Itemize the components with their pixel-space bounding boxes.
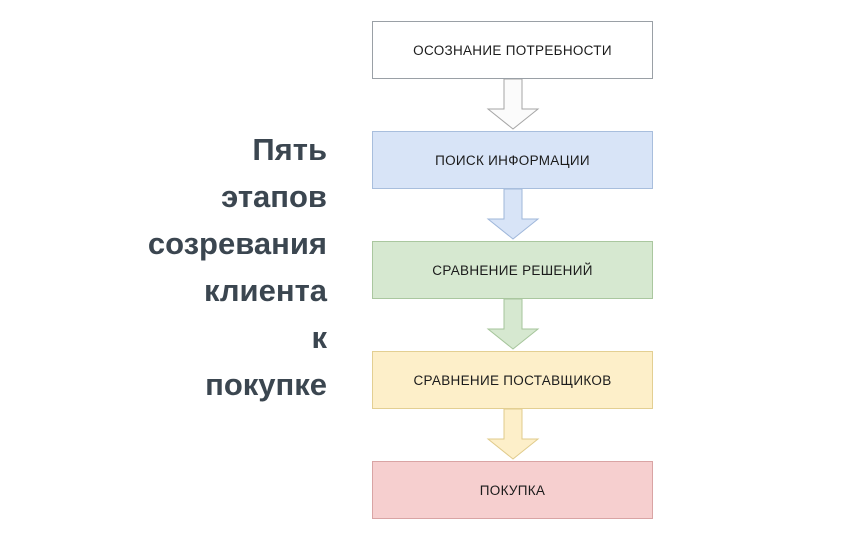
arrow-down-icon — [486, 409, 540, 460]
flow-connector-1-arrow-down-icon — [478, 79, 548, 131]
flow-connector-3-arrow-down-icon — [478, 299, 548, 351]
flow-stage-1-label: ОСОЗНАНИЕ ПОТРЕБНОСТИ — [413, 42, 612, 58]
flow-stage-5[interactable]: ПОКУПКА — [372, 461, 653, 519]
flow-stage-3[interactable]: СРАВНЕНИЕ РЕШЕНИЙ — [372, 241, 653, 299]
flow-stage-1[interactable]: ОСОЗНАНИЕ ПОТРЕБНОСТИ — [372, 21, 653, 79]
arrow-shape-3 — [486, 299, 540, 350]
arrow-down-icon — [486, 79, 540, 130]
flow-stage-5-label: ПОКУПКА — [479, 482, 546, 498]
arrow-down-icon — [486, 189, 540, 240]
arrow-shape-1 — [486, 79, 540, 130]
flow-stage-4[interactable]: СРАВНЕНИЕ ПОСТАВЩИКОВ — [372, 351, 653, 409]
process-flow: ОСОЗНАНИЕ ПОТРЕБНОСТИ ПОИСК ИНФОРМАЦИИ С… — [372, 21, 653, 520]
arrow-down-icon — [486, 299, 540, 350]
flow-stage-4-label: СРАВНЕНИЕ ПОСТАВЩИКОВ — [413, 372, 612, 388]
flow-stage-3-label: СРАВНЕНИЕ РЕШЕНИЙ — [432, 262, 593, 278]
flow-connector-2-arrow-down-icon — [478, 189, 548, 241]
flow-connector-4-arrow-down-icon — [478, 409, 548, 461]
arrow-shape-4 — [486, 409, 540, 460]
flow-stage-2-label: ПОИСК ИНФОРМАЦИИ — [435, 152, 590, 168]
flow-stage-2[interactable]: ПОИСК ИНФОРМАЦИИ — [372, 131, 653, 189]
page-title: Пять этапов созревания клиента к покупке — [147, 132, 327, 402]
arrow-shape-2 — [486, 189, 540, 240]
